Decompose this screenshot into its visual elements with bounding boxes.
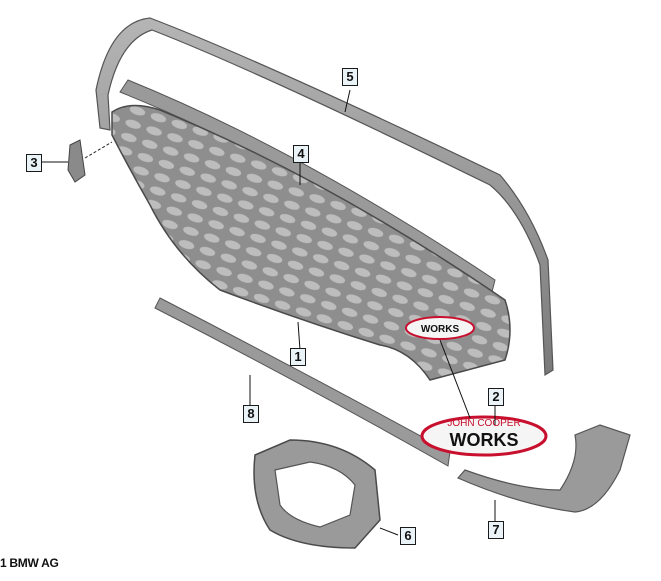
part-1-radiator-grille [111,104,511,381]
callout-8: 8 [243,405,259,423]
part-5-upper-trim-strip [95,17,554,377]
callout-1: 1 [290,348,306,366]
callout-3: 3 [26,154,42,172]
leader-lines [42,89,496,536]
badge-line2-text: WORKS [450,430,519,450]
part-3-holder-clip [67,139,113,183]
badge-line1-text: JOHN COOPER [447,418,520,429]
callout-6: 6 [400,527,416,545]
part-7-lower-side-trim [457,424,631,513]
badge-mounted-text: WORKS [421,324,460,335]
callout-5: 5 [342,68,358,86]
grille-badge-mounted: WORKS [405,316,475,340]
callout-4: 4 [293,145,309,163]
callout-2: 2 [488,388,504,406]
callout-7: 7 [488,521,504,539]
copyright-text: 1 BMW AG [0,556,59,570]
part-2-emblem-badge: JOHN COOPER WORKS [420,415,548,457]
part-6-fog-light-frame [253,439,381,549]
